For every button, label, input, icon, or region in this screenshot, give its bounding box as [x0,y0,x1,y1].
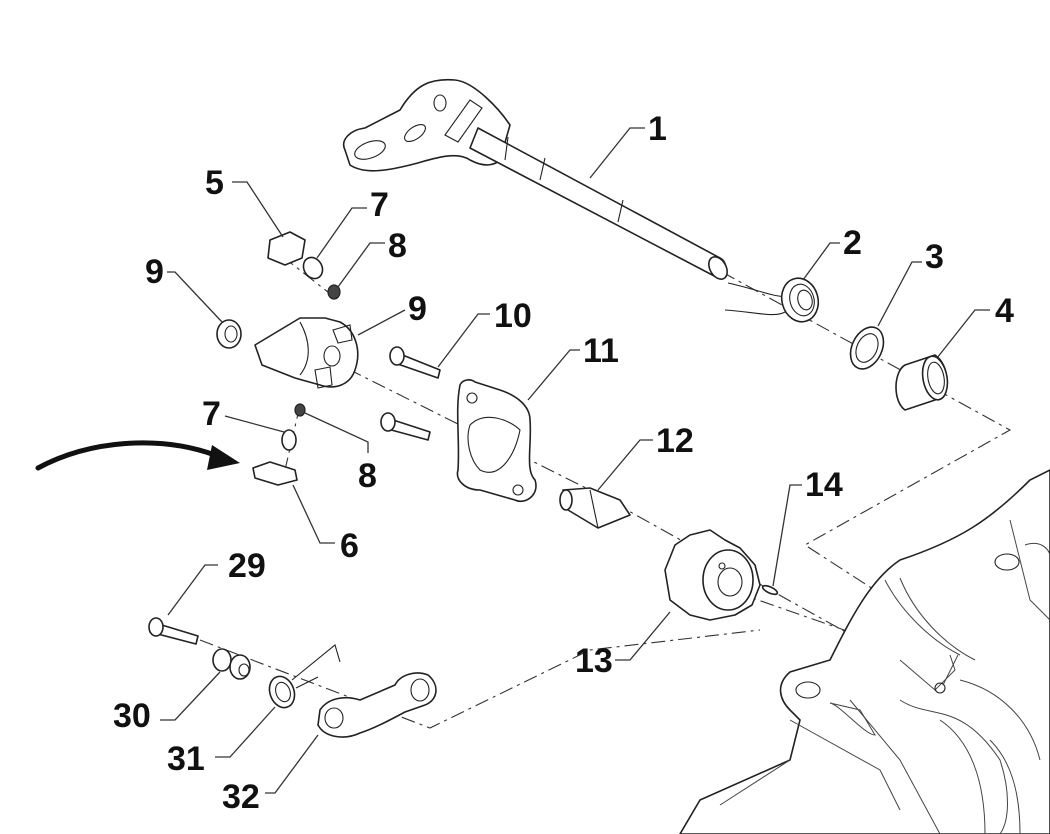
part-4-bushing [895,354,949,411]
callout-7-lower: 7 [202,395,221,433]
leader-30 [160,671,221,721]
leader-12 [597,439,653,491]
part-3-washer [849,326,885,370]
callout-9-ring: 9 [145,253,164,291]
callout-6: 6 [340,527,359,565]
leader-9b [357,309,406,336]
leader-10 [437,313,490,368]
leader-7a [316,207,367,259]
callout-8-upper: 8 [388,227,407,265]
part-13-shift-drum-cam [664,529,761,621]
part-7-pin-upper [302,256,324,280]
leader-2 [802,242,840,281]
part-31-torsion-spring [268,644,341,709]
callout-3: 3 [925,238,944,276]
part-6-pawl-plate-lower [252,461,298,486]
arrow-head [207,445,240,470]
part-29-screw [148,617,199,645]
callout-8-lower: 8 [358,457,377,495]
attention-arrow [35,440,240,471]
leader-8b [304,412,369,453]
callout-7-upper: 7 [370,186,389,224]
part-14-dowel-pin [761,584,779,596]
callout-9-carrier: 9 [408,290,427,328]
callout-14: 14 [805,466,843,504]
part-2-return-spring [724,277,820,323]
part-9-pawl-carrier [254,317,359,389]
part-11-guide-plate [456,379,537,502]
callout-32: 32 [222,778,260,816]
part-9-bearing-ring [216,319,242,349]
leader-29 [167,564,218,616]
leader-13 [615,611,671,661]
callout-31: 31 [167,740,205,778]
housing-body [679,469,1050,834]
part-7-pin-lower [281,429,297,451]
housing-hole-lower [795,681,821,699]
leader-11 [527,349,580,401]
leader-3 [877,261,922,327]
callout-10: 10 [494,297,532,335]
callout-1: 1 [648,110,667,148]
leader-31 [215,706,276,758]
leader-4 [936,309,990,359]
part-5-pawl-plate-upper [267,231,306,266]
part-8-spring-upper [327,284,341,300]
part-12-stud-bolt [559,487,631,529]
leader-14 [772,484,802,587]
leader-lines [160,127,990,794]
callout-4: 4 [995,292,1014,330]
part-10-screws [380,346,441,441]
leader-5 [232,181,284,238]
part-30-spacer-collar [212,648,251,680]
callout-30: 30 [113,697,151,735]
part-32-detent-lever [317,672,437,738]
callout-2: 2 [843,224,862,262]
leader-1 [589,127,645,179]
part-1-shift-shaft [343,78,728,280]
callout-12: 12 [656,422,694,460]
callout-labels: 1 2 3 4 5 6 7 7 8 8 9 9 10 11 12 13 14 2… [113,110,1014,816]
callout-11: 11 [583,332,619,370]
callout-5: 5 [205,164,224,202]
callout-13: 13 [575,642,613,680]
leader-7b [224,415,285,433]
transmission-housing [679,469,1050,834]
leader-6 [292,484,335,544]
leader-8 [337,242,385,288]
part-8-spring-lower [294,403,306,417]
leader-9a [167,271,223,323]
axis-bolt [199,629,761,729]
housing-hole-upper [994,553,1020,571]
arrow-shaft [35,440,218,471]
callout-29: 29 [228,547,266,585]
leader-32 [265,734,319,794]
